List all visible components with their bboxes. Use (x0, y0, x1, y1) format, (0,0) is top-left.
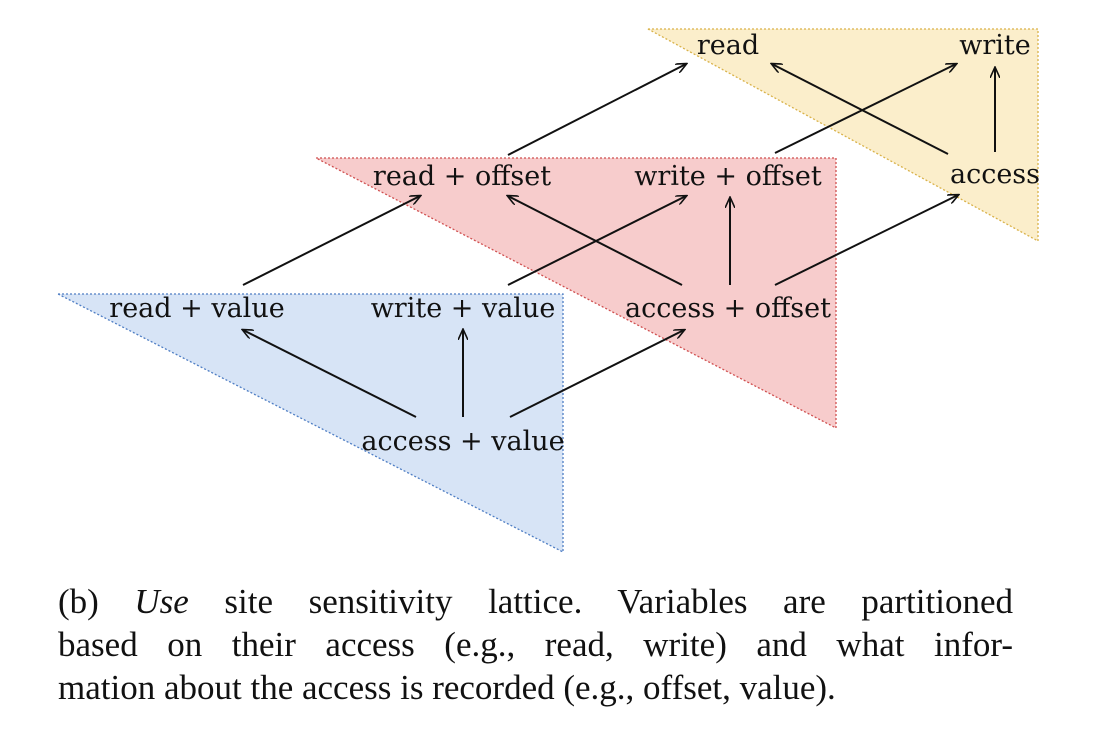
node-write: write (959, 30, 1030, 61)
edge-read-offset-to-read (507, 64, 686, 156)
node-access: access (950, 159, 1040, 190)
blue-region (57, 293, 564, 554)
red-region (315, 157, 837, 430)
edge-access-to-read (772, 64, 949, 155)
sensitivity-lattice-diagram: read write access read + offset write + … (57, 28, 1040, 554)
node-read-value: read + value (109, 293, 284, 324)
lattice-edges (242, 64, 995, 418)
yellow-region (647, 28, 1039, 243)
caption-line-1: (b) Use site sensitivity lattice. Variab… (58, 580, 1013, 623)
caption-line-1-rest: site sensitivity lattice. Variables are … (224, 582, 1013, 621)
edge-write-value-to-write-offset (507, 196, 686, 286)
figure-caption: (b) Use site sensitivity lattice. Variab… (58, 580, 1013, 709)
edge-write-offset-to-write (774, 64, 956, 154)
node-access-offset: access + offset (625, 293, 831, 324)
node-access-value: access + value (361, 426, 564, 457)
node-write-value: write + value (371, 293, 556, 324)
edge-access-offset-to-access (774, 195, 958, 286)
edge-read-value-to-read-offset (242, 196, 420, 286)
node-read: read (697, 30, 759, 61)
edge-access-value-to-read-value (243, 330, 417, 418)
node-write-offset: write + offset (634, 161, 822, 192)
caption-line-3: mation about the access is recorded (e.g… (58, 668, 836, 707)
node-read-offset: read + offset (373, 161, 551, 192)
caption-emphasis: Use (134, 582, 189, 621)
caption-line-2: based on their access (e.g., read, write… (58, 625, 1013, 664)
caption-label: (b) (58, 582, 99, 621)
edge-access-value-to-access-offset (509, 330, 684, 418)
